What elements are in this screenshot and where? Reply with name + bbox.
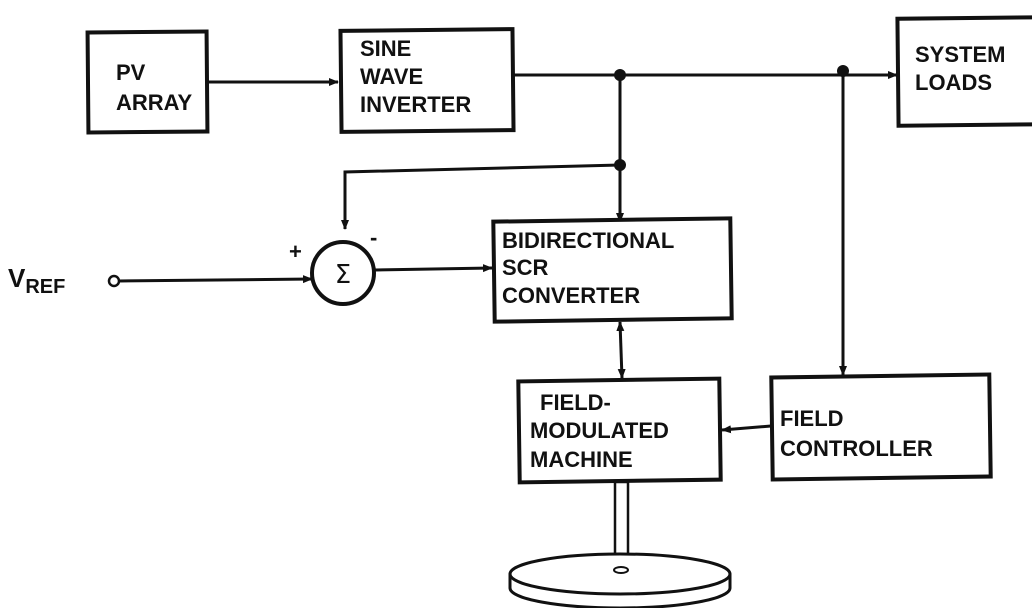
wire-vref-to-sum xyxy=(119,279,312,281)
plus-sign: + xyxy=(289,239,302,264)
wire-controller-to-machine xyxy=(722,426,771,430)
system-loads-line-1: SYSTEM xyxy=(915,42,1005,67)
sigma-symbol: Σ xyxy=(335,260,351,290)
block-system-loads: SYSTEM LOADS xyxy=(897,17,1032,125)
wire-sum-to-converter xyxy=(375,268,492,270)
system-loads-line-2: LOADS xyxy=(915,70,992,95)
machine-line-2: MODULATED xyxy=(530,418,669,443)
flywheel-assembly xyxy=(510,482,730,608)
converter-line-1: BIDIRECTIONAL xyxy=(502,228,674,253)
vref-label: VREF xyxy=(8,263,65,298)
inverter-line-2: WAVE xyxy=(360,64,423,89)
summing-junction: Σ + - xyxy=(289,225,377,304)
inverter-line-1: SINE xyxy=(360,36,411,61)
vref-terminal-icon xyxy=(109,276,119,286)
shaft-hub xyxy=(614,567,628,573)
converter-line-3: CONVERTER xyxy=(502,283,640,308)
block-field-controller: FIELD CONTROLLER xyxy=(771,374,990,479)
machine-line-3: MACHINE xyxy=(530,447,633,472)
block-field-modulated-machine: FIELD- MODULATED MACHINE xyxy=(518,379,720,483)
vref-input: VREF xyxy=(8,263,119,298)
pv-array-line-2: ARRAY xyxy=(116,90,193,115)
block-pv-array: PV ARRAY xyxy=(88,31,208,132)
machine-line-1: FIELD- xyxy=(540,390,611,415)
block-sine-wave-inverter: SINE WAVE INVERTER xyxy=(340,29,513,132)
wire-converter-machine-bidirectional xyxy=(620,322,622,378)
junction-dot-controller-tap xyxy=(837,65,849,77)
converter-line-2: SCR xyxy=(502,255,549,280)
minus-sign: - xyxy=(370,225,377,250)
field-controller-line-2: CONTROLLER xyxy=(780,436,933,461)
junction-dot-inverter-output xyxy=(614,69,626,81)
field-controller-line-1: FIELD xyxy=(780,406,844,431)
flywheel-disk-icon xyxy=(510,554,730,594)
inverter-line-3: INVERTER xyxy=(360,92,471,117)
pv-array-line-1: PV xyxy=(116,60,146,85)
junction-dot-feedback-tap xyxy=(614,159,626,171)
block-bidirectional-scr-converter: BIDIRECTIONAL SCR CONVERTER xyxy=(493,218,731,321)
